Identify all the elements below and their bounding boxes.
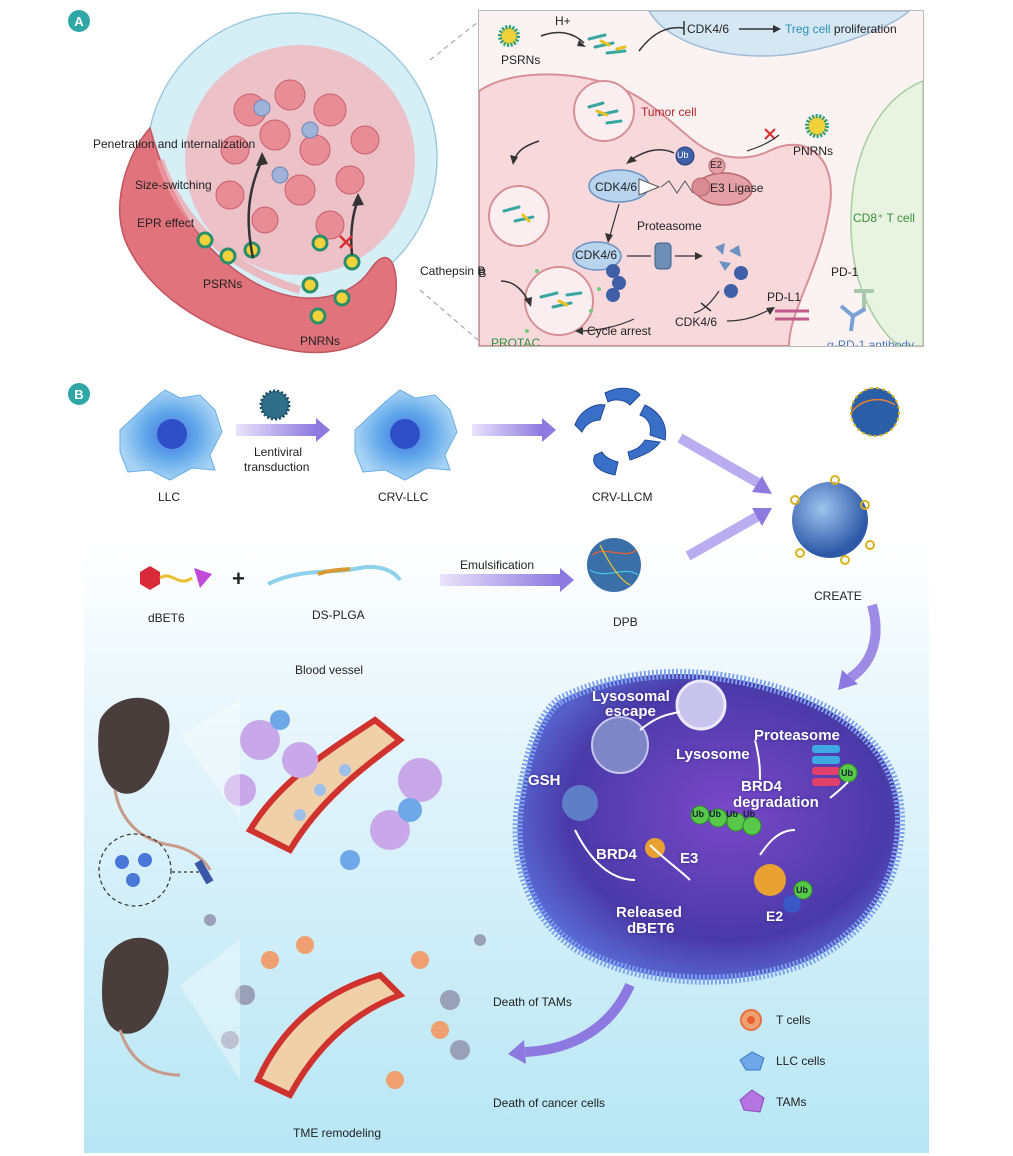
- treg-cell-text: Treg cell: [785, 22, 831, 36]
- ub-4: Ub: [743, 809, 756, 819]
- cycle-arrest-label: Cycle arrest: [587, 324, 652, 338]
- inset-pnrns-label: PNRNs: [793, 144, 834, 158]
- legend-llc-cells: LLC cells: [776, 1054, 826, 1068]
- ub-3: Ub: [726, 809, 739, 819]
- inset-psrns-label: PSRNs: [501, 53, 541, 67]
- crv-llc-label: CRV-LLC: [378, 490, 429, 504]
- pdl1-label: PD-L1: [767, 290, 802, 304]
- emulsification-label: Emulsification: [460, 558, 535, 572]
- treg-proliferation-text: proliferation: [830, 22, 897, 36]
- gsh-label: GSH: [528, 772, 561, 789]
- death-cancer-label: Death of cancer cells: [493, 1096, 606, 1110]
- tme-label: TME remodeling: [293, 1126, 382, 1140]
- brd4-degradation-label-2: degradation: [733, 794, 819, 811]
- lysosome-label: Lysosome: [676, 746, 750, 763]
- epr-effect-label: EPR effect: [137, 216, 195, 230]
- penetration-label: Penetration and internalization: [93, 137, 256, 151]
- cathepsin-b-label: Cathepsin B: [420, 264, 486, 278]
- death-tams-label: Death of TAMs: [493, 995, 572, 1009]
- panel-a-badge: A: [68, 10, 90, 32]
- cdk46-low-label: CDK4/6: [575, 248, 618, 262]
- brd4-label: BRD4: [596, 846, 637, 863]
- e3-ligase-label: E3 Ligase: [710, 181, 764, 195]
- dbet6-label: dBET6: [148, 611, 185, 625]
- ub-label-1: Ub: [677, 150, 689, 160]
- legend-t-cells: T cells: [776, 1013, 811, 1027]
- cdk46-top-label: CDK4/6: [687, 22, 730, 36]
- plus-sign: +: [232, 566, 245, 591]
- psrns-label: PSRNs: [203, 277, 243, 291]
- dpb-label: DPB: [613, 615, 638, 629]
- mechanism-inset-graphics: [479, 11, 923, 346]
- released-label-2: dBET6: [627, 920, 675, 937]
- size-switching-label: Size-switching: [135, 178, 212, 192]
- protac-label: PROTAC: [491, 336, 541, 347]
- antibody-label: α-PD-1 antibody: [827, 338, 914, 347]
- tumor-cell-label: Tumor cell: [641, 105, 697, 119]
- e2-label: E2: [710, 160, 723, 171]
- transduction-label: transduction: [244, 460, 310, 474]
- create-label: CREATE: [814, 589, 862, 603]
- pnrns-label: PNRNs: [300, 334, 341, 348]
- cdk46-bottom-label: CDK4/6: [675, 315, 718, 329]
- escape-label: escape: [605, 703, 656, 720]
- e2-label: E2: [766, 908, 784, 924]
- pd1-label: PD-1: [831, 265, 859, 279]
- cdk46-mid-label: CDK4/6: [595, 180, 638, 194]
- h-plus-label: H+: [555, 14, 571, 28]
- e3-label: E3: [680, 850, 699, 867]
- mechanism-inset: PSRNs H+ CDK4/6 Treg cell proliferation …: [478, 10, 924, 347]
- brd4-degradation-label-1: BRD4: [741, 778, 782, 795]
- blood-vessel-label: Blood vessel: [295, 663, 364, 677]
- treg-label: Treg cell proliferation: [785, 22, 897, 36]
- ub-1: Ub: [692, 809, 704, 819]
- released-label-1: Released: [616, 904, 682, 921]
- legend-tams: TAMs: [776, 1095, 807, 1109]
- cathepsin-label: Cathepsin B: [478, 266, 487, 280]
- panel-b-badge: B: [68, 383, 90, 405]
- lentiviral-label: Lentiviral: [254, 445, 303, 459]
- llc-label: LLC: [158, 490, 181, 504]
- lysosomal-label: Lysosomal: [592, 688, 670, 705]
- ub-chain-label: Ub Ub Ub Ub: [692, 809, 755, 819]
- cd8-label: CD8⁺ T cell: [853, 211, 915, 225]
- ub-2: Ub: [709, 809, 722, 819]
- ub-top-label: Ub: [841, 768, 853, 778]
- ds-plga-label: DS-PLGA: [312, 608, 365, 622]
- inset-proteasome-label: Proteasome: [637, 219, 702, 233]
- ub-bottom-label: Ub: [796, 885, 808, 895]
- crv-llcm-label: CRV-LLCM: [592, 490, 653, 504]
- proteasome-label: Proteasome: [754, 727, 840, 744]
